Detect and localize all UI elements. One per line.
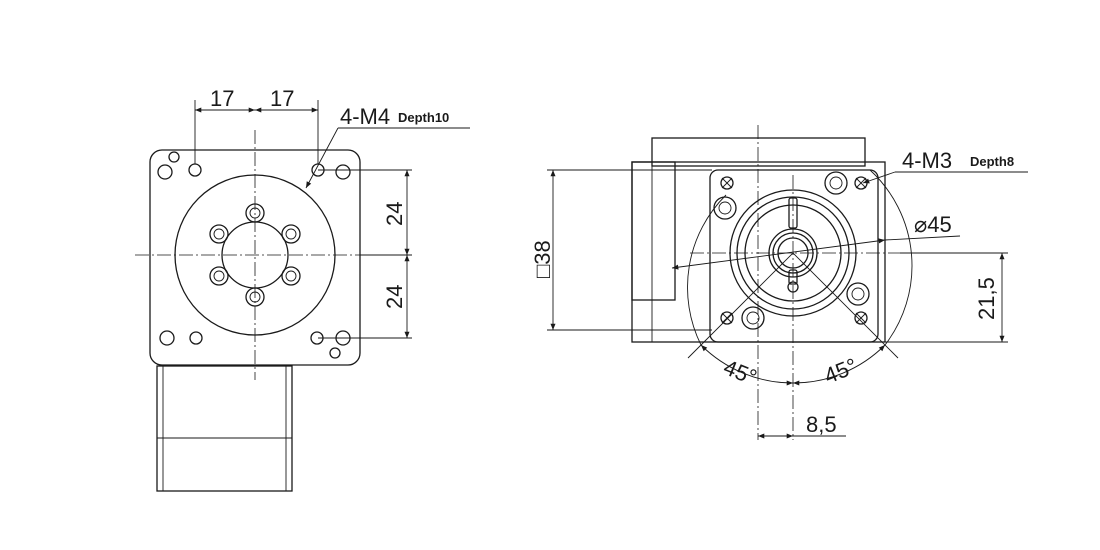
side-thread-depth: Depth8 — [970, 154, 1014, 169]
front-thread-callout: 4-M4 — [340, 104, 390, 129]
side-dim-21-5: 21,5 — [974, 277, 999, 320]
side-dim-8-5: 8,5 — [806, 412, 837, 437]
front-dim-17-left: 17 — [210, 86, 234, 111]
side-left-block — [631, 161, 676, 301]
side-thread-callout: 4-M3 — [902, 148, 952, 173]
front-dim-24-top: 24 — [382, 202, 407, 226]
side-mount-holes — [713, 171, 870, 330]
side-diameter: ⌀45 — [914, 212, 952, 237]
front-dim-24-bottom: 24 — [382, 285, 407, 309]
front-thread-depth: Depth10 — [398, 110, 449, 125]
front-flange-plate — [149, 149, 361, 366]
front-dim-17-right: 17 — [270, 86, 294, 111]
side-angle-left: 45° — [720, 354, 760, 390]
front-view: 17 17 4-M4 Depth10 24 24 — [135, 86, 470, 492]
motor-body — [156, 365, 293, 492]
side-angle-right: 45° — [821, 353, 861, 389]
side-square-size: □38 — [530, 240, 555, 278]
side-m3-holes — [720, 176, 868, 325]
side-rear-housing — [651, 137, 866, 167]
side-view: 4-M3 Depth8 ⌀45 □38 21,5 45° 45° 8,5 — [530, 125, 1028, 440]
front-corner-holes — [157, 151, 351, 359]
